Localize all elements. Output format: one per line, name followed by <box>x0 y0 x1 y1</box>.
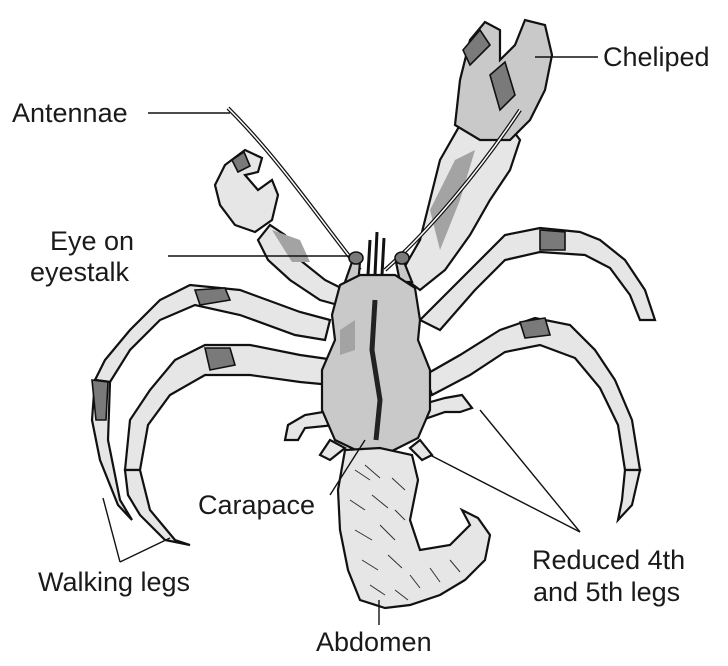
label-antennae: Antennae <box>12 98 128 129</box>
carapace-shape <box>322 275 430 452</box>
label-abdomen: Abdomen <box>316 627 432 658</box>
label-reduced-line1: Reduced 4th <box>532 545 685 576</box>
label-cheliped: Cheliped <box>603 42 710 73</box>
label-walking-legs: Walking legs <box>38 567 190 598</box>
abdomen-shape <box>338 448 490 608</box>
label-carapace: Carapace <box>198 490 315 521</box>
reduced-legs-leader-1 <box>430 455 580 532</box>
label-eye-line1: Eye on <box>50 226 134 257</box>
reduced-legs-leader-2 <box>480 410 580 532</box>
walking-legs-leader-1 <box>103 498 120 562</box>
walking-legs-leader-2 <box>120 538 170 562</box>
right-walking-leg-lower <box>425 318 640 520</box>
label-eye-line2: eyestalk <box>30 257 129 288</box>
label-reduced-line2: and 5th legs <box>533 577 680 608</box>
